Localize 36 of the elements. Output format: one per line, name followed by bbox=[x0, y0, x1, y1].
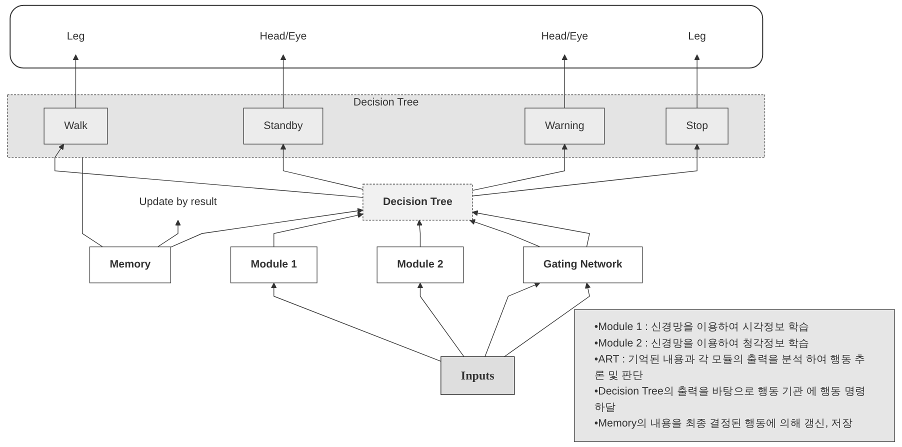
arrow bbox=[469, 219, 540, 248]
arrow bbox=[274, 212, 364, 248]
node-box: Warning bbox=[524, 108, 605, 144]
node-box: Memory bbox=[89, 246, 172, 284]
node-box: •Module 1 : 신경망을 이용하여 시각정보 학습 •Module 2 : 신경망을 이용하여 청각정보 학습 •ART : 기억된 내용과 각 모듈의 출력을 분석 하여 행동 추론 및 판단 •Decision Tree의 출력을 바탕으로 행동 기관 에 행동 명령 하달 •Memory의 내용을 최종 결정된 행동에 의해 갱신, 저장 bbox=[574, 309, 895, 442]
arrow bbox=[472, 210, 590, 248]
node-text: Leg bbox=[688, 30, 706, 42]
arrow bbox=[54, 144, 364, 198]
arrow bbox=[280, 54, 286, 108]
arrow bbox=[270, 282, 442, 362]
arrow bbox=[416, 220, 422, 248]
cluster bbox=[10, 4, 764, 69]
node-box: Inputs bbox=[440, 356, 515, 395]
node-text: Leg bbox=[66, 30, 85, 42]
arrow bbox=[417, 282, 464, 357]
arrow bbox=[504, 282, 591, 357]
arrow bbox=[472, 144, 568, 191]
arrow bbox=[472, 144, 700, 196]
node-box: Module 2 bbox=[376, 246, 464, 284]
arrow bbox=[157, 220, 181, 248]
node-text: Head/Eye bbox=[260, 30, 307, 42]
node-text: Head/Eye bbox=[541, 30, 588, 42]
node-box: Stop bbox=[666, 108, 728, 144]
arrow bbox=[170, 208, 364, 248]
arrow bbox=[280, 144, 364, 190]
node-box: Walk bbox=[44, 108, 108, 144]
node-box: Decision Tree bbox=[362, 184, 473, 220]
node-box: Module 1 bbox=[230, 246, 318, 284]
node-box: Standby bbox=[243, 108, 324, 144]
node-box: Gating Network bbox=[523, 246, 643, 284]
arrow bbox=[694, 54, 700, 108]
arrow bbox=[562, 54, 568, 108]
arrow bbox=[484, 282, 540, 357]
connector bbox=[82, 157, 104, 248]
arrow bbox=[72, 54, 79, 108]
node-text: Update by result bbox=[139, 196, 217, 208]
